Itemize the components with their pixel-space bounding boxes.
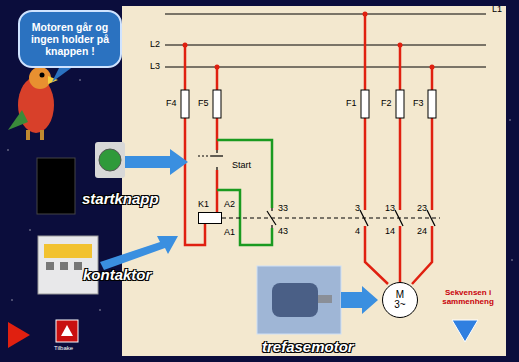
terminal-label: 4: [355, 226, 360, 236]
terminal-label: 14: [385, 226, 395, 236]
terminal-label: A2: [224, 199, 235, 209]
terminal-label: 24: [417, 226, 427, 236]
fuse-label: F1: [346, 98, 357, 108]
node-text: K1: [198, 199, 209, 209]
nav-button-label: Tilbake: [54, 345, 73, 351]
component-caption: startknapp: [82, 190, 159, 207]
fuse-label: F4: [166, 98, 177, 108]
terminal-label: 13: [385, 203, 395, 213]
switch-label: Start: [232, 160, 251, 170]
terminal-label: A1: [224, 227, 235, 237]
terminal-label: 23: [417, 203, 427, 213]
line-label: L3: [150, 61, 160, 71]
component-caption: trefasemotor: [262, 338, 354, 355]
node-text: 3~: [394, 300, 405, 310]
node-text: M: [396, 290, 404, 300]
node-text: Motoren går og ingen holder på knappen !: [26, 21, 114, 57]
fuse-label: F2: [381, 98, 392, 108]
line-label: L1: [492, 4, 502, 14]
motor-symbol: M3~: [382, 282, 418, 318]
fuse-label: F5: [198, 98, 209, 108]
terminal-label: 3: [355, 203, 360, 213]
speech-bubble: Motoren går og ingen holder på knappen !: [18, 10, 122, 68]
fuse-label: F3: [413, 98, 424, 108]
terminal-label: 43: [278, 226, 288, 236]
terminal-label: 33: [278, 203, 288, 213]
nav-button-label: Sekvensen i sammenheng: [442, 288, 494, 306]
line-label: L2: [150, 39, 160, 49]
contactor-coil: K1: [198, 212, 222, 224]
component-caption: kontaktor: [83, 266, 151, 283]
